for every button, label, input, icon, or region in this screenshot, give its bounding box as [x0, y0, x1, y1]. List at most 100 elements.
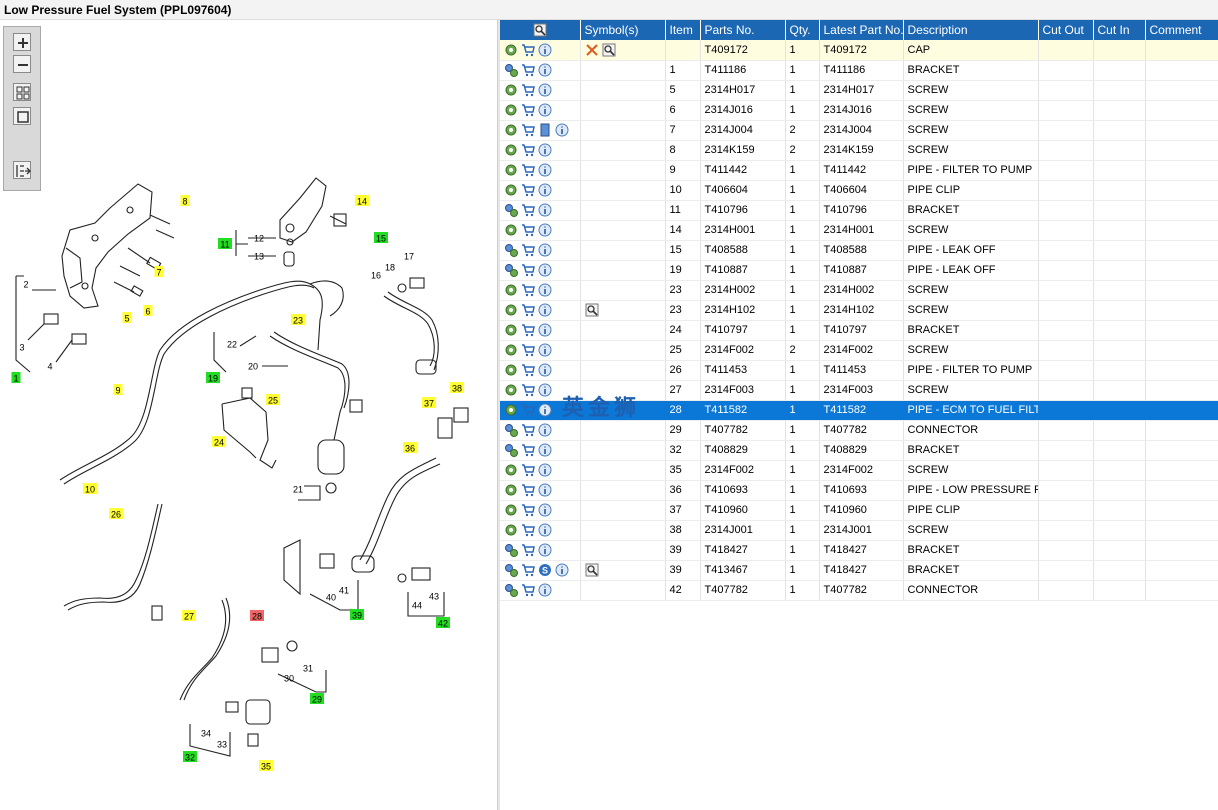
fit-view-button[interactable] — [13, 83, 31, 101]
info-icon[interactable] — [538, 103, 552, 117]
callout-8[interactable]: 8 — [180, 195, 190, 207]
callout-24[interactable]: 24 — [212, 436, 226, 448]
add-to-cart-icon[interactable] — [521, 563, 535, 577]
document-icon[interactable] — [538, 123, 552, 137]
header-actions[interactable] — [500, 20, 581, 40]
info-icon[interactable] — [538, 63, 552, 77]
info-icon[interactable] — [538, 443, 552, 457]
header-symbol-s[interactable]: Symbol(s) — [580, 20, 666, 40]
add-to-cart-icon[interactable] — [521, 263, 535, 277]
info-icon[interactable] — [538, 243, 552, 257]
export-view-button[interactable] — [13, 161, 31, 179]
callout-9[interactable]: 9 — [113, 384, 123, 396]
add-to-cart-icon[interactable] — [521, 403, 535, 417]
callout-36[interactable]: 36 — [403, 442, 417, 454]
add-to-cart-icon[interactable] — [521, 83, 535, 97]
callout-28[interactable]: 28 — [250, 610, 264, 622]
add-to-cart-icon[interactable] — [521, 223, 535, 237]
add-to-cart-icon[interactable] — [521, 283, 535, 297]
callout-26[interactable]: 26 — [109, 508, 123, 520]
add-to-cart-icon[interactable] — [521, 523, 535, 537]
add-to-cart-icon[interactable] — [521, 363, 535, 377]
actual-size-button[interactable] — [13, 107, 31, 125]
info-icon[interactable] — [538, 503, 552, 517]
callout-39[interactable]: 39 — [350, 609, 364, 621]
info-icon[interactable] — [538, 583, 552, 597]
pane-splitter[interactable] — [497, 20, 500, 810]
header-comment[interactable]: Comment — [1145, 20, 1218, 40]
info-icon[interactable] — [538, 523, 552, 537]
info-icon[interactable] — [538, 543, 552, 557]
add-to-cart-icon[interactable] — [521, 463, 535, 477]
callout-1[interactable]: 1 — [11, 372, 21, 384]
info-icon[interactable] — [538, 483, 552, 497]
zoom-diagram-icon[interactable] — [585, 563, 599, 577]
callout-7[interactable]: 7 — [154, 266, 164, 278]
add-to-cart-icon[interactable] — [521, 123, 535, 137]
supersession-icon[interactable]: S — [538, 563, 552, 577]
info-icon[interactable] — [538, 363, 552, 377]
header-parts-no[interactable]: Parts No. — [700, 20, 786, 40]
callout-5[interactable]: 5 — [122, 312, 132, 324]
callout-32[interactable]: 32 — [183, 751, 197, 763]
add-to-cart-icon[interactable] — [521, 163, 535, 177]
info-icon[interactable] — [538, 463, 552, 477]
zoom-out-button[interactable] — [13, 55, 31, 73]
header-description[interactable]: Description — [903, 20, 1039, 40]
info-icon[interactable] — [538, 343, 552, 357]
add-to-cart-icon[interactable] — [521, 243, 535, 257]
add-to-cart-icon[interactable] — [521, 443, 535, 457]
callout-6[interactable]: 6 — [143, 305, 153, 317]
callout-42[interactable]: 42 — [436, 617, 450, 629]
add-to-cart-icon[interactable] — [521, 583, 535, 597]
callout-37[interactable]: 37 — [422, 397, 436, 409]
zoom-diagram-icon[interactable] — [585, 303, 599, 317]
add-to-cart-icon[interactable] — [521, 63, 535, 77]
callout-35[interactable]: 35 — [259, 760, 273, 772]
add-to-cart-icon[interactable] — [521, 183, 535, 197]
info-icon[interactable] — [538, 83, 552, 97]
add-to-cart-icon[interactable] — [521, 423, 535, 437]
info-icon[interactable] — [538, 43, 552, 57]
info-icon[interactable] — [538, 183, 552, 197]
info-icon[interactable] — [555, 563, 569, 577]
callout-15[interactable]: 15 — [374, 232, 388, 244]
add-to-cart-icon[interactable] — [521, 43, 535, 57]
header-latest-part-no[interactable]: Latest Part No. — [819, 20, 904, 40]
delete-icon[interactable] — [585, 43, 599, 57]
info-icon[interactable] — [538, 383, 552, 397]
add-to-cart-icon[interactable] — [521, 483, 535, 497]
info-icon[interactable] — [538, 163, 552, 177]
info-icon[interactable] — [538, 143, 552, 157]
info-icon[interactable] — [538, 403, 552, 417]
zoom-in-button[interactable] — [13, 33, 31, 51]
callout-38[interactable]: 38 — [450, 382, 464, 394]
callout-27[interactable]: 27 — [182, 610, 196, 622]
zoom-diagram-icon[interactable] — [602, 43, 616, 57]
info-icon[interactable] — [538, 263, 552, 277]
add-to-cart-icon[interactable] — [521, 103, 535, 117]
callout-19[interactable]: 19 — [206, 372, 220, 384]
header-cut-in[interactable]: Cut In — [1093, 20, 1146, 40]
